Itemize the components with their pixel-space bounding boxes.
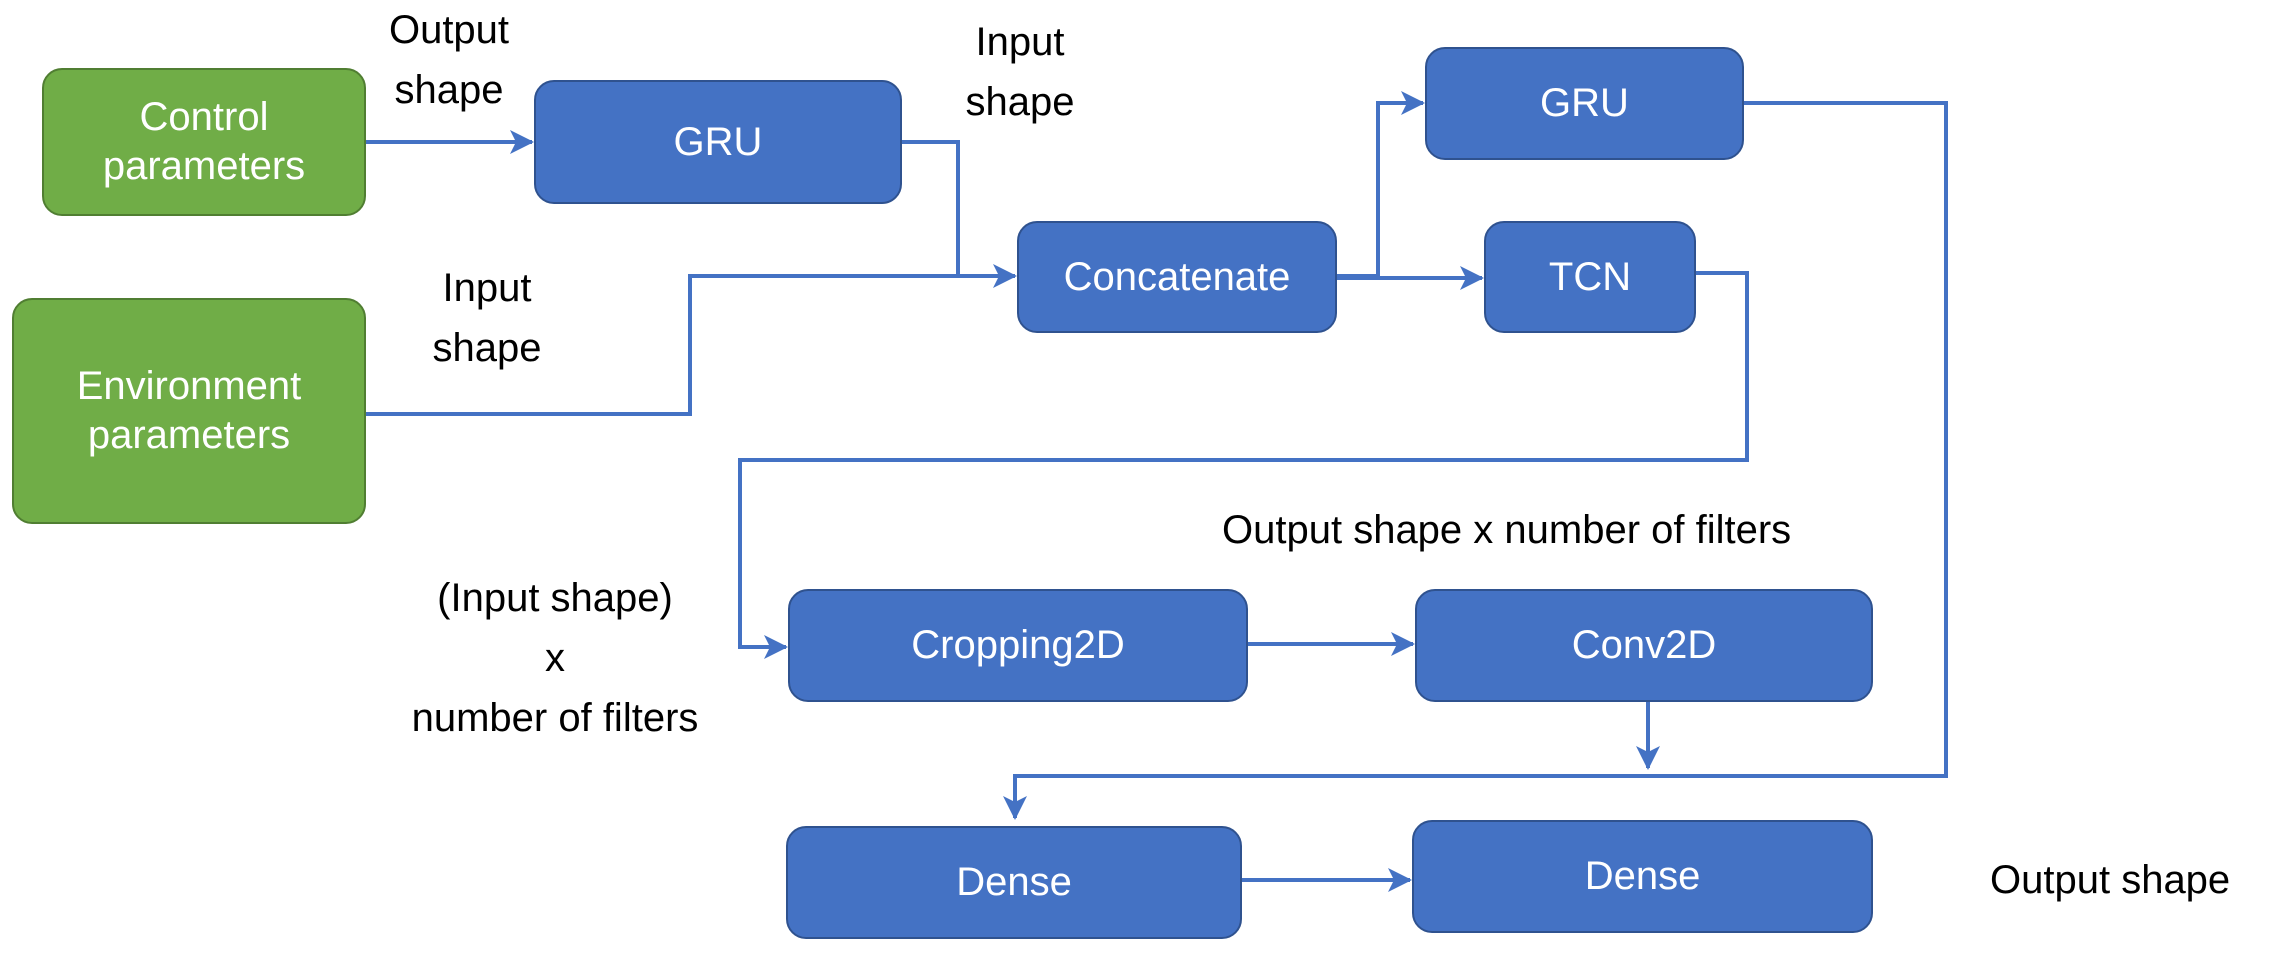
input-shape-line-2: shape (965, 80, 1075, 124)
conv2d-label: Conv2D (1571, 623, 1717, 668)
arrow-environment-to-concatenate (366, 274, 1015, 416)
final-output-shape-label: Output shape (1990, 850, 2230, 910)
conv2d-node: Conv2D (1415, 589, 1873, 702)
output-shape-filters-label: Output shape x number of filters (1222, 500, 1791, 560)
input-shape-filters-line-3: number of filters (411, 696, 699, 740)
environment-parameters-label: Environment parameters (76, 364, 302, 457)
input-shape-line-1: Input (975, 20, 1065, 64)
output-shape-line-2: shape (394, 68, 504, 112)
final-output-shape-text: Output shape (1990, 858, 2231, 902)
input-shape-filters-label: (Input shape) x number of filters (370, 568, 740, 748)
output-shape-filters-text: Output shape x number of filters (1222, 508, 1792, 552)
arrow-gru-to-concatenate (902, 140, 1017, 288)
dense-node-2-label: Dense (1584, 854, 1701, 899)
gru-node-2: GRU (1425, 47, 1744, 160)
dense-node-2: Dense (1412, 820, 1873, 933)
output-shape-line-1: Output (388, 8, 510, 52)
control-parameters-label: Control parameters (102, 95, 306, 188)
arrow-tcn-to-cropping (738, 271, 1749, 659)
concatenate-label: Concatenate (1063, 254, 1291, 299)
dense-node-1: Dense (786, 826, 1242, 939)
input-shape-filters-line-1: (Input shape) (437, 576, 673, 620)
input-shape-env-line-2: shape (432, 326, 542, 370)
cropping2d-node: Cropping2D (788, 589, 1248, 702)
input-shape-env-line-1: Input (442, 266, 532, 310)
concatenate-node: Concatenate (1017, 221, 1337, 333)
gru-node-2-label: GRU (1540, 81, 1629, 126)
output-shape-label-gru: Output shape (374, 0, 524, 120)
arrow-concatenate-to-gru (1337, 91, 1425, 278)
tcn-node: TCN (1484, 221, 1696, 333)
gru-node-1: GRU (534, 80, 902, 204)
tcn-label: TCN (1548, 254, 1632, 299)
cropping2d-label: Cropping2D (911, 623, 1125, 668)
input-shape-label-environment: Input shape (412, 258, 562, 378)
gru-node-1-label: GRU (673, 119, 763, 164)
control-parameters-node: Control parameters (42, 68, 366, 216)
dense-node-1-label: Dense (956, 860, 1072, 905)
environment-parameters-node: Environment parameters (12, 298, 366, 524)
input-shape-filters-line-2: x (545, 636, 565, 680)
input-shape-label-concat: Input shape (945, 12, 1095, 132)
arrow-gru-to-dense (1003, 101, 1948, 820)
